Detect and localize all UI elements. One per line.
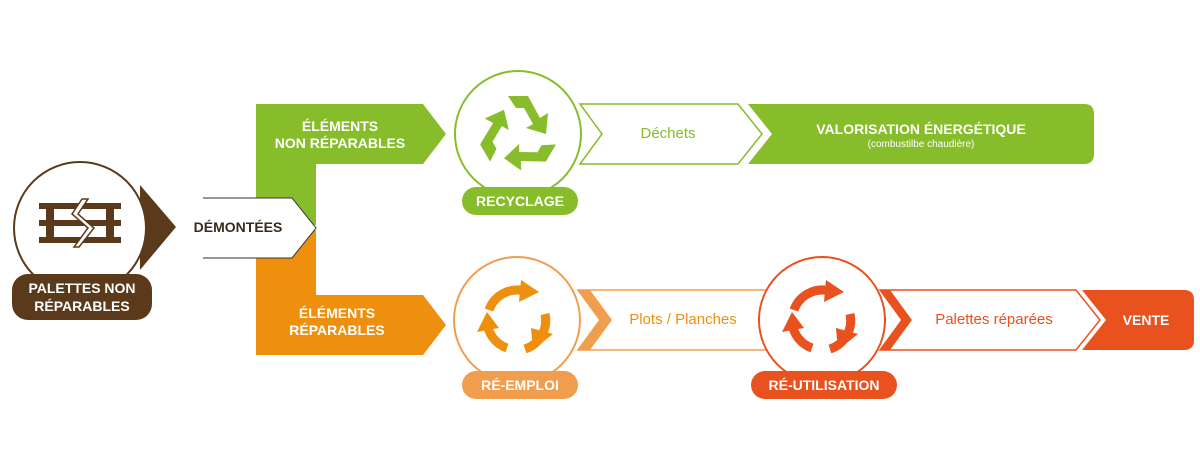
recycling-circle (454, 70, 582, 198)
reuse-pointer (578, 290, 612, 350)
source-pointer (140, 185, 176, 270)
valorisation-box (748, 104, 1094, 164)
branch-top-label: ÉLÉMENTS NON RÉPARABLES (260, 118, 420, 152)
valorisation-title: VALORISATION ÉNERGÉTIQUE (816, 121, 1026, 137)
source-label: PALETTES NON RÉPARABLES (12, 274, 152, 320)
source-label-line1: PALETTES NON (28, 280, 136, 296)
branch-bottom-line1: ÉLÉMENTS (298, 305, 376, 321)
reutilisation-output-label: Palettes réparées (935, 311, 1053, 328)
branch-bottom-label: ÉLÉMENTS RÉPARABLES (262, 305, 412, 339)
branch-bottom-line2: RÉPARABLES (289, 322, 385, 338)
recycling-output-chevron (578, 103, 763, 165)
recycling-badge: RECYCLAGE (462, 187, 578, 215)
recycle-arrows-icon (480, 96, 556, 171)
reutilisation-circle (758, 256, 886, 384)
dismantle-label: DÉMONTÉES (193, 219, 283, 235)
reuse-circle (453, 256, 581, 384)
green-branch-arrow (256, 104, 446, 225)
reutilisation-badge: RÉ-UTILISATION (751, 371, 897, 399)
reuse-badge: RÉ-EMPLOI (462, 371, 578, 399)
branch-top-line2: NON RÉPARABLES (274, 135, 406, 151)
reuse-output-label: Plots / Planches (629, 311, 737, 328)
circular-arrows-heads (782, 280, 858, 350)
vente-label: VENTE (1122, 312, 1170, 328)
dismantle-chevron (203, 197, 317, 259)
orange-branch-arrow (256, 230, 446, 355)
source-label-line2: RÉPARABLES (34, 298, 130, 314)
reutilisation-pointer (880, 290, 912, 350)
valorisation-subtitle: (combustilbe chaudière) (867, 139, 975, 150)
vente-box (1082, 290, 1194, 350)
broken-pallet-icon (39, 198, 121, 248)
circular-arrows-heads (477, 280, 553, 350)
branch-top-line1: ÉLÉMENTS (301, 118, 379, 134)
recycling-output-label: Déchets (640, 125, 696, 142)
